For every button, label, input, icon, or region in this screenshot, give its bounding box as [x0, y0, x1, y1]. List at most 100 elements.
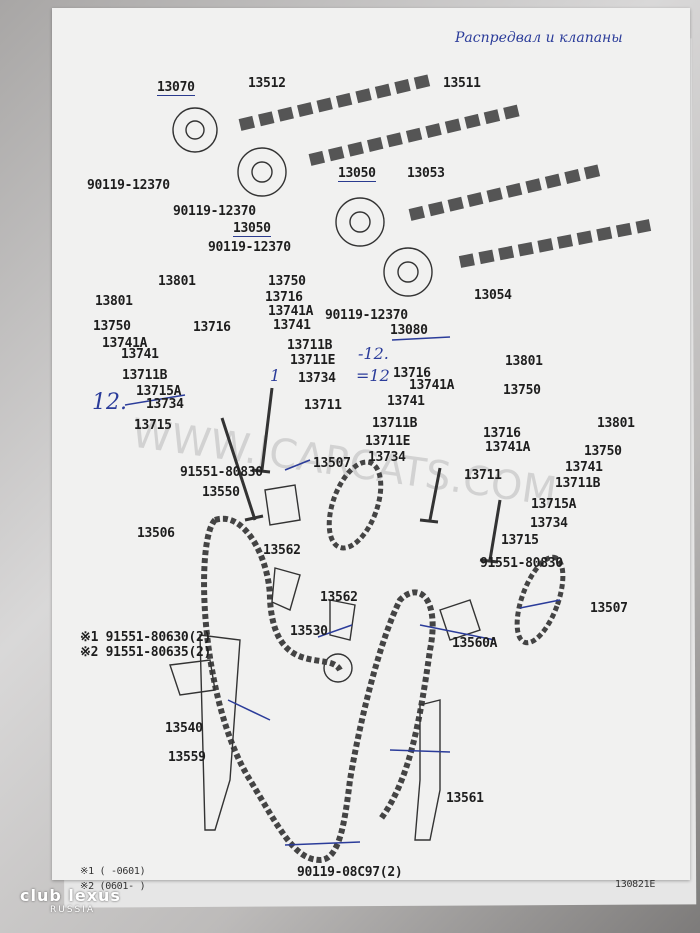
part-label: 13741A [268, 304, 314, 319]
part-label: ※2 91551-80635(2) [80, 645, 212, 660]
club-lexus-logo: club lexus RUSSIA [20, 886, 121, 915]
valve-13715-b [479, 499, 502, 564]
part-label: 13715 [501, 533, 539, 548]
sprocket-13080 [383, 247, 433, 297]
handwritten-note: =12 [356, 366, 390, 385]
part-label: 13050 [338, 166, 376, 182]
part-label: 13750 [93, 319, 131, 334]
part-label: 13734 [298, 371, 336, 386]
logo-sub: RUSSIA [50, 905, 96, 915]
handwritten-title: Распредвал и клапаны [455, 30, 623, 46]
part-label: 13801 [95, 294, 133, 309]
crank-sprocket-13530 [323, 653, 353, 683]
pen-marks [124, 336, 561, 846]
part-label: 13559 [168, 750, 206, 765]
part-label: 13750 [584, 444, 622, 459]
part-label: 91551-80830 [480, 556, 563, 571]
chain-damper-13562-b [329, 599, 356, 641]
part-label: 13711B [287, 338, 333, 353]
part-label: 13741 [121, 347, 159, 362]
part-label: 13716 [393, 366, 431, 381]
part-label: 90119-12370 [208, 240, 291, 255]
part-label: 13711E [365, 434, 411, 449]
part-label: 13734 [368, 450, 406, 465]
part-label: 13750 [503, 383, 541, 398]
part-label: 13507 [590, 601, 628, 616]
part-label: 13715A [531, 497, 577, 512]
handwritten-note: 1 [270, 366, 281, 385]
part-label: 13530 [290, 624, 328, 639]
part-label: 13561 [446, 791, 484, 806]
part-label: 13715 [134, 418, 172, 433]
part-label: 90119-08C97(2) [297, 865, 403, 880]
chain-13507 [326, 459, 384, 551]
part-label: 13053 [407, 166, 445, 181]
part-label: 13080 [390, 323, 428, 338]
part-label: 13050 [233, 221, 271, 237]
handwritten-note: 12. [92, 390, 127, 415]
handwritten-note: -12. [358, 344, 389, 363]
sprocket-hub [349, 211, 371, 233]
part-label: 13801 [158, 274, 196, 289]
chain-damper-13561 [414, 699, 441, 841]
logo-name: club lexus [20, 886, 121, 905]
chain-slipper-13559 [199, 634, 241, 831]
timing-chain-13506 [201, 515, 436, 864]
part-label: 13801 [597, 416, 635, 431]
footnote: ※2 (0601- ) [80, 881, 146, 892]
part-label: 13741 [565, 460, 603, 475]
tensioner-13560A [439, 599, 481, 641]
part-label: 13070 [157, 80, 195, 96]
part-label: 13711E [290, 353, 336, 368]
tensioner-13540 [169, 659, 216, 696]
footnote: ※1 ( -0601) [80, 866, 146, 877]
part-label: 13711B [372, 416, 418, 431]
part-label: 13741A [409, 378, 455, 393]
part-label: 13560A [452, 636, 498, 651]
sprocket-hub [251, 161, 273, 183]
drawing-number: 130821E [615, 879, 656, 890]
sprocket-13050-b [335, 197, 385, 247]
part-label: ※1 91551-80630(2) [80, 630, 212, 645]
sprocket-13050 [237, 147, 287, 197]
sprocket-13070 [172, 107, 218, 153]
part-label: 13512 [248, 76, 286, 91]
part-label: 13741 [273, 318, 311, 333]
valve-13711 [251, 387, 274, 474]
valve-13711-b [419, 467, 442, 524]
valve-13715 [220, 417, 264, 522]
camshaft-13511 [308, 104, 522, 166]
part-label: 13716 [193, 320, 231, 335]
part-label: 13507 [313, 456, 351, 471]
part-label: 13741 [387, 394, 425, 409]
part-label: 13711B [122, 368, 168, 383]
camshaft-13053 [408, 164, 602, 221]
part-label: 90119-12370 [325, 308, 408, 323]
tensioner-13550 [264, 484, 301, 526]
chain-damper-13562 [271, 567, 301, 611]
part-label: 13741A [485, 440, 531, 455]
part-label: 13734 [530, 516, 568, 531]
part-label: 91551-80830 [180, 465, 263, 480]
diagram-sheet [52, 8, 690, 880]
chain-13507-b [514, 554, 566, 646]
part-label: 13716 [483, 426, 521, 441]
part-label: 13801 [505, 354, 543, 369]
part-label: 13741A [102, 336, 148, 351]
part-label: 13711 [464, 468, 502, 483]
part-label: 13511 [443, 76, 481, 91]
camshaft-13054 [458, 219, 652, 268]
part-label: 13562 [263, 543, 301, 558]
part-label: 13540 [165, 721, 203, 736]
sprocket-hub [185, 120, 205, 140]
part-label: 13562 [320, 590, 358, 605]
sprocket-hub [397, 261, 419, 283]
part-label: 90119-12370 [173, 204, 256, 219]
part-label: 13734 [146, 397, 184, 412]
part-label: 90119-12370 [87, 178, 170, 193]
part-label: 13711 [304, 398, 342, 413]
camshaft-13512 [238, 74, 432, 131]
part-label: 13054 [474, 288, 512, 303]
part-label: 13715A [136, 384, 182, 399]
